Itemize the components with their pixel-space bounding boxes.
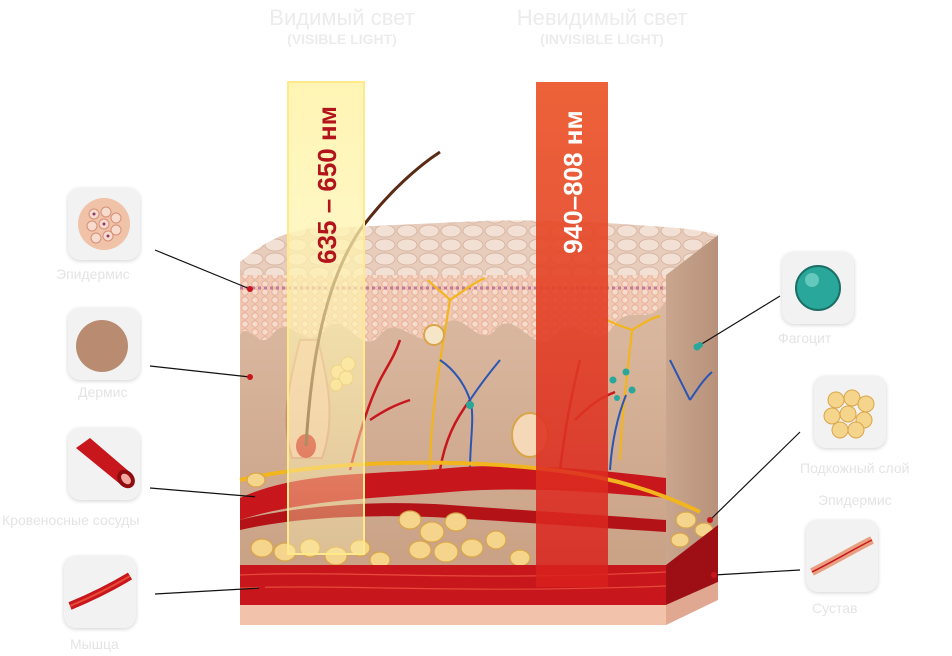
invisible-light-band [536, 82, 608, 587]
blood-vessel-icon [76, 438, 135, 489]
joint-label: Сустав [812, 600, 858, 616]
epidermis-cells-icon [78, 198, 130, 250]
epidermis-label: Эпидермис [56, 266, 130, 282]
muscle-fiber-icon [68, 572, 133, 610]
dermis-label: Дермис [78, 384, 128, 400]
invisible-light-subtitle: (INVISIBLE LIGHT) [540, 31, 664, 47]
phagocyte-label: Фагоцит [778, 330, 832, 346]
phagocyte-cell-icon [795, 265, 841, 311]
muscle-thumbnail [64, 556, 136, 628]
muscle-label: Мышца [70, 636, 119, 652]
epidermis-right-label: Эпидермис [818, 492, 892, 508]
visible-light-subtitle: (VISIBLE LIGHT) [287, 31, 397, 47]
visible-light-title: Видимый свет [269, 5, 415, 30]
vessels-label: Кровеносные сосуды [2, 512, 140, 528]
dermis-disc-icon [76, 320, 128, 372]
epidermis-thumbnail [68, 188, 140, 260]
vessels-thumbnail [68, 428, 140, 500]
muscle-side [666, 525, 718, 605]
visible-light-header: Видимый свет (VISIBLE LIGHT) [232, 6, 452, 48]
subcutaneous-thumbnail [814, 376, 886, 448]
leader-lines [149, 249, 801, 595]
fat-cells-icon [823, 389, 875, 439]
visible-wavelength-label: 635 – 650 нм [312, 106, 342, 264]
touch-receptor [423, 324, 445, 346]
phagocyte-dots [466, 343, 701, 409]
joint-layer [240, 605, 666, 625]
invisible-light-header: Невидимый свет (INVISIBLE LIGHT) [482, 6, 722, 48]
invisible-wavelength-label: 940–808 нм [558, 110, 588, 253]
joint-band-icon [810, 536, 874, 576]
subcutaneous-label: Подкожный слой [800, 460, 910, 476]
invisible-light-title: Невидимый свет [516, 5, 688, 30]
veins [439, 359, 713, 471]
phagocyte-thumbnail [782, 252, 854, 324]
visible-light-band [287, 81, 365, 555]
joint-thumbnail [806, 520, 878, 592]
dermis-thumbnail [68, 308, 140, 380]
